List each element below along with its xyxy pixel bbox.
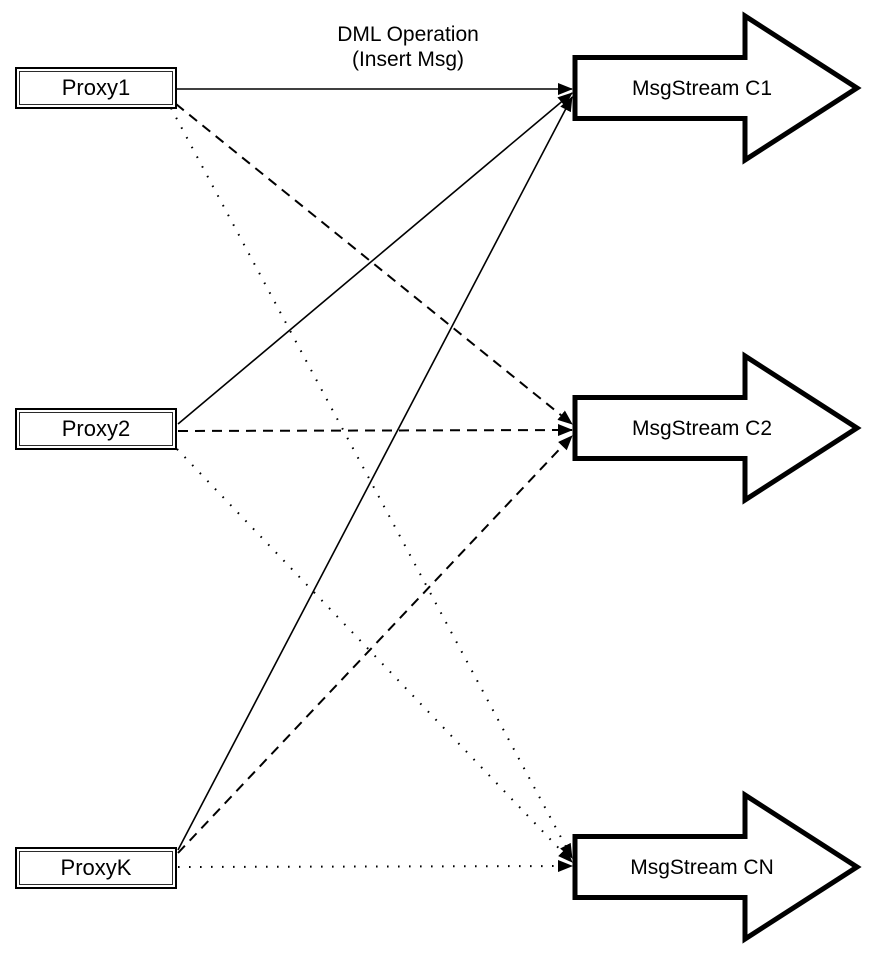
msgstream-cn-label: MsgStream CN (630, 856, 774, 879)
msgstream-c1-arrow-shape (572, 11, 862, 165)
proxy1-label: Proxy1 (61, 75, 131, 100)
proxy1-box: Proxy1 (15, 67, 177, 109)
dml-operation-label-line1: DML Operation (337, 23, 479, 46)
msgstream-c1-label: MsgStream C1 (632, 77, 772, 100)
connector-proxy2-to-c2-dashed (177, 424, 573, 437)
connector-proxy2-to-cn-dotted (176, 448, 573, 863)
connector-proxy1-to-cn-dotted (170, 107, 573, 859)
proxyk-label: ProxyK (60, 855, 132, 880)
connector-proxyk-to-cn-dotted (177, 860, 573, 873)
connector-proxyk-to-c1-solid (177, 96, 573, 851)
proxy2-box: Proxy2 (15, 408, 177, 450)
dml-operation-label-line2: (Insert Msg) (351, 48, 464, 71)
dml-operation-label: DML Operation (Insert Msg) (298, 22, 518, 72)
connector-proxyk-to-c2-dashed (177, 435, 573, 854)
msgstream-c2-label: MsgStream C2 (632, 417, 772, 440)
msgstream-cn-arrow-shape (572, 790, 862, 944)
proxy2-label: Proxy2 (61, 416, 131, 441)
proxyk-box: ProxyK (15, 847, 177, 889)
msgstream-c2-arrow-shape (572, 351, 862, 505)
connector-proxy2-to-c1-solid (177, 92, 573, 425)
